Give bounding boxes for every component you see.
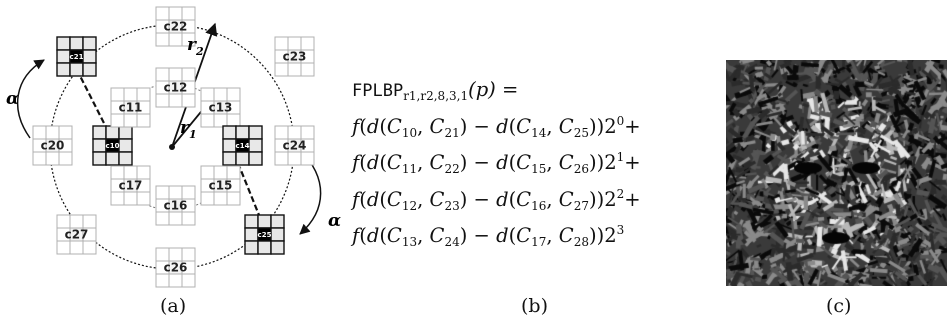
formula-line-3: f(d(C13, C24) − d(C17, C28))23 (352, 223, 625, 250)
patch-c26: c26 (155, 247, 196, 288)
patch-c10: c10 (92, 125, 133, 166)
formula-line-0: f(d(C10, C21) − d(C14, C25))20+ (352, 113, 641, 140)
patch-label-c23: c23 (283, 50, 307, 64)
patch-label-c15: c15 (209, 179, 233, 193)
patch-c15: c15 (200, 165, 241, 206)
patch-c20: c20 (32, 125, 73, 166)
patch-c22: c22 (155, 6, 196, 47)
fplbp-formula: FPLBPr1,r2,8,3,1(p) = f(d(C10, C21) − d(… (352, 78, 641, 255)
fplbp-texture (726, 60, 947, 286)
r1-label: r1 (180, 118, 197, 141)
patch-c27: c27 (56, 214, 97, 255)
patch-label-c13: c13 (209, 101, 233, 115)
patch-c17: c17 (110, 165, 151, 206)
patch-label-c27: c27 (65, 228, 89, 242)
patch-label-c21: c21 (70, 53, 84, 61)
patch-label-c11: c11 (119, 101, 143, 115)
alpha-label-left: α (6, 89, 19, 109)
r2-label: r2 (187, 35, 204, 58)
patch-label-c22: c22 (164, 20, 188, 34)
patch-c11: c11 (110, 87, 151, 128)
patch-c21: c21 (56, 36, 97, 77)
patch-label-c17: c17 (119, 179, 143, 193)
formula-line-1: f(d(C11, C22) − d(C15, C26))21+ (352, 150, 641, 177)
patch-label-c14: c14 (236, 142, 250, 150)
patch-label-c10: c10 (106, 142, 120, 150)
center-point (169, 144, 175, 150)
sample-patches: c10 c11 c12 c13 c14 c15 c16 c17 c20 c21 c22 c23 c24 c… (32, 6, 315, 288)
patch-c16: c16 (155, 185, 196, 226)
patch-c12: c12 (155, 67, 196, 108)
patch-label-c12: c12 (164, 81, 188, 95)
patch-label-c26: c26 (164, 261, 188, 275)
connector-c10-c21 (75, 67, 109, 132)
caption-a: (a) (160, 295, 187, 317)
patch-c24: c24 (274, 125, 315, 166)
rotation-arc-left (17, 59, 45, 139)
patch-c13: c13 (200, 87, 241, 128)
alpha-label-right: α (328, 211, 341, 231)
patch-label-c25: c25 (258, 231, 272, 239)
face-fplbp-image (726, 60, 947, 286)
patch-c25: c25 (244, 214, 285, 255)
formula-line-2: f(d(C12, C23) − d(C16, C27))22+ (352, 186, 641, 213)
patch-label-c24: c24 (283, 139, 307, 153)
formula-head: FPLBPr1,r2,8,3,1(p) = (352, 78, 519, 103)
caption-b: (b) (521, 295, 548, 317)
patch-c14: c14 (222, 125, 263, 166)
patch-c23: c23 (274, 36, 315, 77)
patch-label-c16: c16 (164, 199, 188, 213)
patch-label-c20: c20 (41, 139, 65, 153)
caption-c: (c) (826, 295, 852, 317)
